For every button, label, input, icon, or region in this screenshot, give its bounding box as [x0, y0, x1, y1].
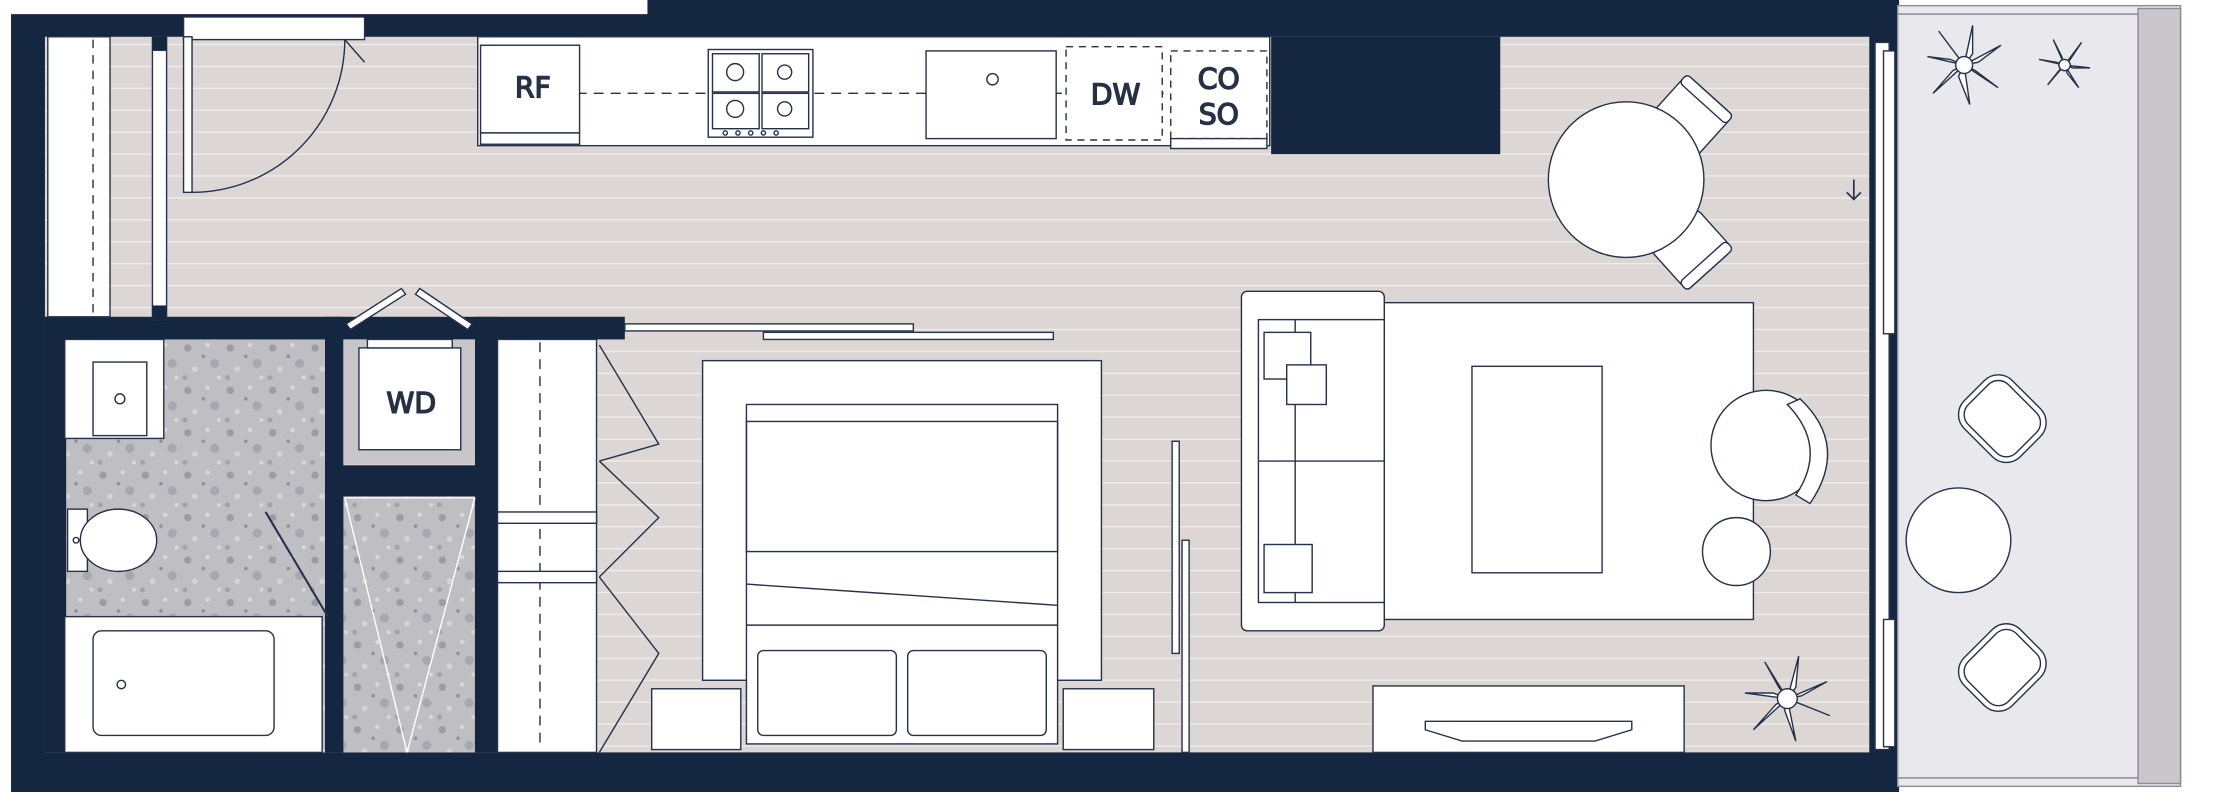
entry-closet[interactable] [47, 36, 168, 321]
refrigerator-label: RF [515, 72, 551, 105]
side-table [1701, 516, 1772, 587]
refrigerator [479, 44, 581, 134]
entry-door[interactable] [182, 16, 366, 194]
armchair-icon[interactable] [1710, 389, 1829, 505]
door-swing-icon [192, 39, 346, 194]
dishwasher [1065, 45, 1163, 141]
tv-console [1372, 685, 1685, 754]
toilet-icon [66, 508, 158, 573]
sliding-partition[interactable] [624, 323, 1190, 754]
nightstand-left [650, 688, 742, 751]
washer-dryer: WD [343, 338, 475, 464]
cooktop-icon [707, 48, 814, 138]
dining-table [1547, 101, 1705, 259]
sofa[interactable] [1240, 290, 1385, 632]
arrow-down-icon [1846, 179, 1862, 201]
balcony-furniture [1905, 374, 2047, 713]
sink-icon [925, 50, 1057, 140]
kitchen-counter: RF DW CO SO [477, 36, 1271, 150]
bathtub-icon [64, 615, 323, 754]
combo-label-2: SO [1199, 98, 1239, 131]
shower-floor [341, 496, 475, 753]
balcony-chair-top [1957, 374, 2047, 464]
living-area [1240, 290, 1829, 754]
washer-dryer-label: WD [386, 387, 436, 420]
bed[interactable] [650, 359, 1155, 751]
laundry-bifold-door[interactable] [345, 287, 474, 331]
combo-washer [1170, 50, 1268, 140]
nightstand-right [1062, 688, 1155, 751]
wardrobe[interactable] [496, 338, 660, 754]
dining-set[interactable] [1547, 74, 1733, 291]
coffee-table [1471, 365, 1603, 574]
combo-label-1: CO [1198, 63, 1240, 96]
balcony-table [1905, 487, 2012, 594]
vanity [64, 338, 165, 440]
dishwasher-label: DW [1091, 79, 1141, 112]
plant-icon [1744, 25, 2091, 742]
bathroom [64, 338, 476, 754]
balcony-chair-bottom [1957, 623, 2047, 713]
